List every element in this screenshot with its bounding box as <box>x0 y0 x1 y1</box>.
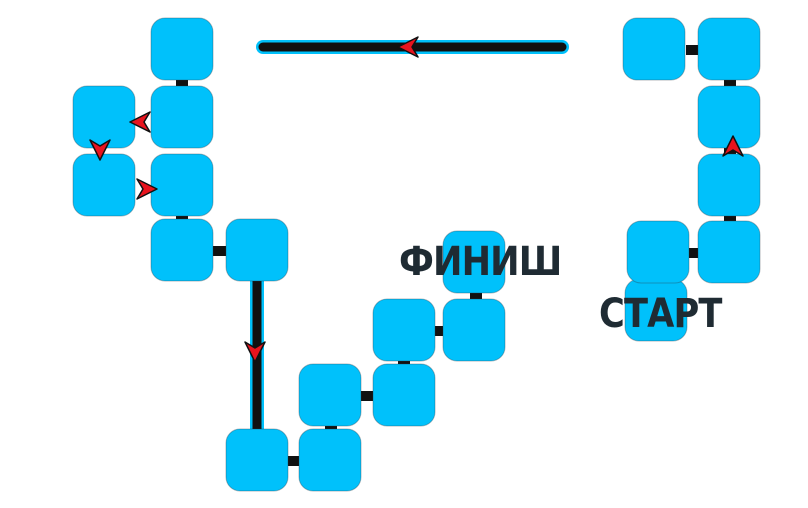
path-tile <box>622 17 686 81</box>
path-tile <box>442 298 506 362</box>
start-label: СТАРТ <box>599 291 722 337</box>
path-tile <box>225 428 289 492</box>
path-tile <box>298 428 362 492</box>
path-tile <box>150 17 214 81</box>
path-tile <box>150 85 214 149</box>
path-tile <box>72 85 136 149</box>
red-arrow-icon <box>244 341 266 363</box>
tile-connector <box>213 246 227 256</box>
path-tile <box>372 363 436 427</box>
tile-connector <box>288 456 302 466</box>
path-tile <box>225 218 289 282</box>
tile-connector <box>176 80 188 90</box>
path-tile <box>697 85 761 149</box>
path-tile <box>150 153 214 217</box>
tile-connector <box>176 213 188 223</box>
tile-connector <box>688 248 702 258</box>
path-tile <box>298 363 362 427</box>
path-tile <box>72 153 136 217</box>
red-arrow-icon <box>89 139 111 161</box>
tile-connector <box>724 80 736 90</box>
path-tile <box>697 153 761 217</box>
tile-connector <box>686 45 698 55</box>
tile-connector <box>724 213 736 223</box>
path-tile <box>697 17 761 81</box>
path-tile <box>626 220 690 284</box>
path-tiles <box>72 17 761 492</box>
red-arrow-icon <box>722 135 744 157</box>
red-arrow-icon <box>397 36 419 58</box>
path-tile <box>372 298 436 362</box>
finish-label: ФИНИШ <box>399 239 562 285</box>
path-tile <box>150 218 214 282</box>
path-tile <box>442 230 506 294</box>
tile-connector <box>435 326 449 336</box>
direction-arrows <box>89 36 744 363</box>
red-arrow-icon <box>136 178 158 200</box>
path-tile <box>697 220 761 284</box>
tile-connector <box>470 291 482 301</box>
red-arrow-icon <box>129 111 151 133</box>
tile-connector <box>361 391 375 401</box>
